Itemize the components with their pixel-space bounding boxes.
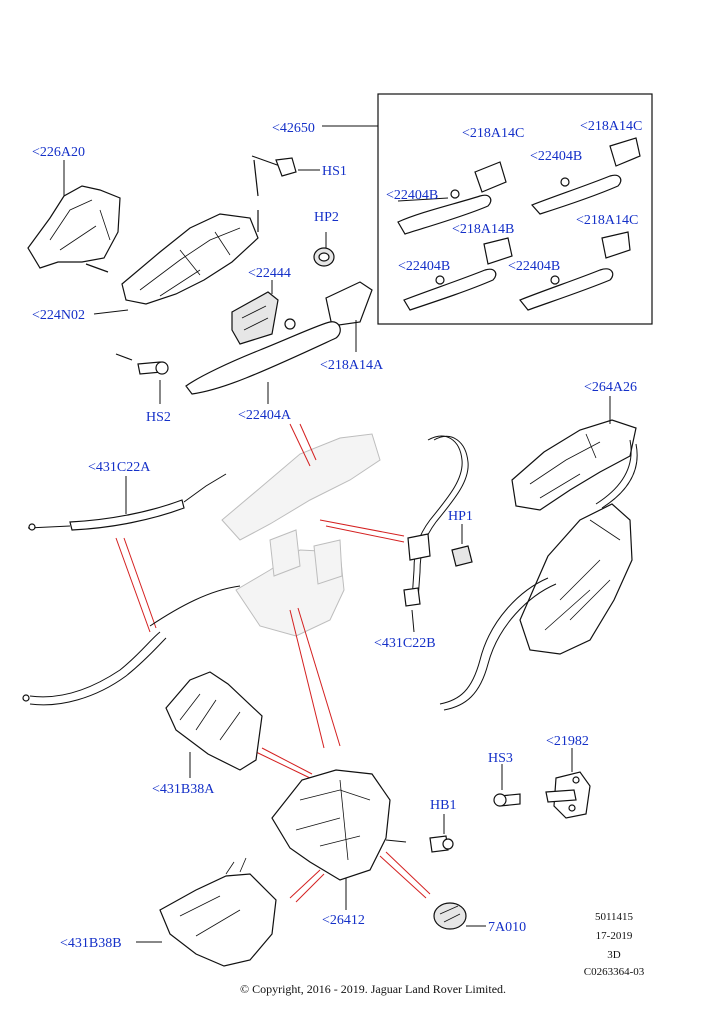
callout-218A14C-3: <218A14C [576, 213, 638, 228]
callout-7A010: 7A010 [488, 920, 526, 935]
screw-HS3 [493, 764, 521, 807]
callout-21982: <21982 [546, 734, 589, 749]
plug-HP2 [313, 232, 335, 267]
cable-431C22B [403, 435, 469, 633]
handle-22404A [185, 318, 341, 404]
callout-22404B-3: <22404B [398, 259, 450, 274]
callout-218A14C-2: <218A14C [580, 119, 642, 134]
callout-42650: <42650 [272, 121, 315, 136]
callout-HS1: HS1 [322, 164, 347, 179]
callout-264A26: <264A26 [584, 380, 637, 395]
callout-HP2: HP2 [314, 210, 339, 225]
kit-handle-3 [403, 237, 513, 311]
cable-431C22A [22, 473, 241, 706]
copyright: © Copyright, 2016 - 2019. Jaguar Land Ro… [240, 982, 506, 996]
callout-431C22A: <431C22A [88, 460, 151, 475]
trim-431B38A [165, 671, 263, 778]
callout-218A14C-1: <218A14C [462, 126, 524, 141]
meta-line-2: 17-2019 [596, 930, 633, 942]
bracket-226A20 [27, 160, 121, 269]
callout-22404B-4: <22404B [508, 259, 560, 274]
callout-431C22B: <431C22B [374, 636, 436, 651]
callout-224N02: <224N02 [32, 308, 85, 323]
gasket-22444 [231, 280, 279, 345]
meta-line-3: 3D [607, 949, 621, 961]
callout-431B38A: <431B38A [152, 782, 215, 797]
door-lock-26412 [271, 769, 407, 910]
callout-HB1: HB1 [430, 798, 456, 813]
cover-7A010 [433, 902, 486, 930]
callout-HP1: HP1 [448, 509, 473, 524]
meta-line-4: C0263364-03 [584, 966, 645, 978]
callout-226A20: <226A20 [32, 145, 85, 160]
callout-22404A: <22404A [238, 408, 292, 423]
striker-21982 [545, 748, 591, 819]
kit-handle-2 [530, 137, 641, 215]
callout-218A14A: <218A14A [320, 358, 384, 373]
ghost-door-assembly [221, 433, 381, 637]
bolt-HB1 [429, 814, 454, 853]
kit-handle-4 [519, 231, 631, 311]
screw-HS2 [115, 353, 169, 404]
callout-431B38B: <431B38B [60, 936, 122, 951]
meta-block: 5011415 17-2019 3D C0263364-03 [584, 911, 645, 978]
callout-HS3: HS3 [488, 751, 513, 766]
latch-module-264A26 [439, 396, 638, 711]
red-leaders [115, 423, 431, 903]
kit-handle-1 [397, 161, 507, 235]
callout-HS2: HS2 [146, 410, 171, 425]
cap-218A14A [325, 281, 373, 352]
plug-HP1 [451, 524, 473, 567]
handle-chassis-224N02 [85, 159, 259, 315]
meta-line-1: 5011415 [595, 911, 634, 923]
callout-22404B-1: <22404B [386, 188, 438, 203]
kit-inset [322, 93, 653, 325]
screw-HS1 [251, 155, 320, 177]
callout-labels: <42650 <226A20 HS1 HP2 <22444 <224N02 <2… [32, 119, 642, 951]
callout-218A14B: <218A14B [452, 222, 514, 237]
callout-26412: <26412 [322, 913, 365, 928]
callout-22444: <22444 [248, 266, 291, 281]
callout-22404B-2: <22404B [530, 149, 582, 164]
trim-431B38B [136, 857, 277, 967]
